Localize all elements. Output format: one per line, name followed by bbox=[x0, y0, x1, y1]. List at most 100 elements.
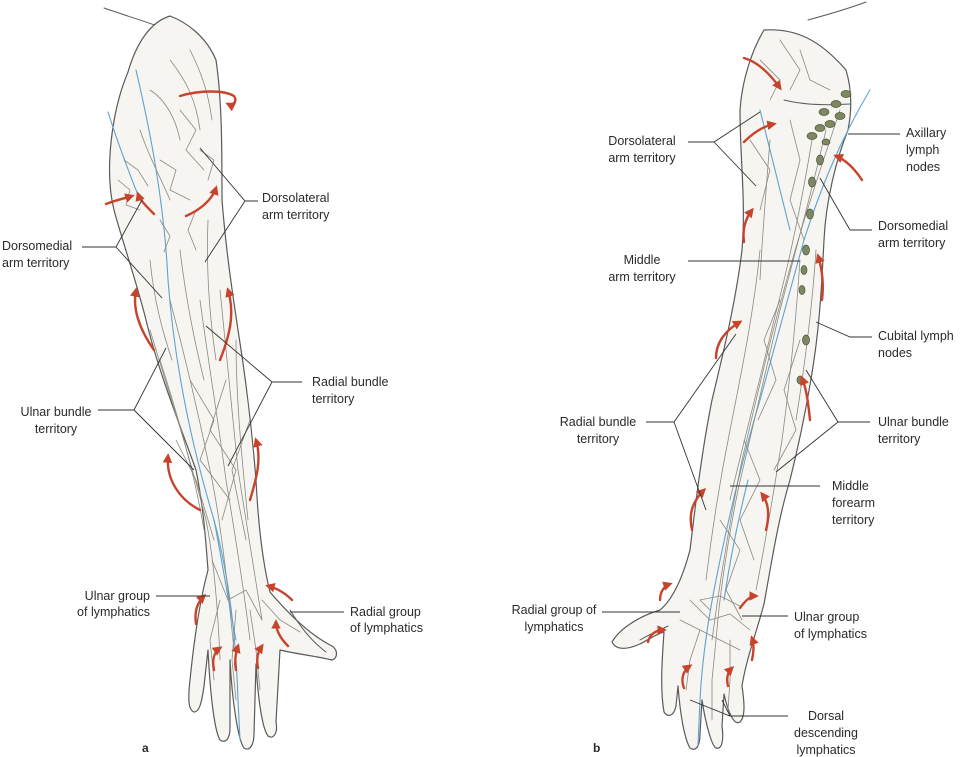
panel-b-illustration bbox=[602, 1, 900, 750]
panel-b-lymphatics bbox=[679, 39, 841, 721]
lymph-node-icon bbox=[802, 244, 810, 256]
flow-arrow-icon bbox=[231, 643, 241, 672]
flow-arrow-icon bbox=[129, 287, 156, 352]
label-b-cubital-2: nodes bbox=[878, 346, 912, 360]
flow-arrow-icon bbox=[738, 591, 759, 610]
flow-arrow-icon bbox=[742, 120, 777, 144]
flow-arrow-icon bbox=[254, 643, 264, 670]
flow-arrow-icon bbox=[218, 287, 235, 362]
lymph-node-icon bbox=[824, 120, 836, 128]
label-b-ulnar-bundle-1: Ulnar bundle bbox=[878, 415, 949, 429]
label-a-dorsolateral-1: Dorsolateral bbox=[262, 191, 329, 205]
panel-b-arm-outline bbox=[611, 29, 852, 750]
lymph-node-icon bbox=[834, 112, 846, 120]
lymph-node-icon bbox=[840, 90, 852, 98]
label-b-dorsal-descending-1: Dorsal bbox=[808, 709, 844, 723]
label-b-dorsolateral-2: arm territory bbox=[608, 151, 676, 165]
panel-b-flow-arrows bbox=[646, 56, 864, 690]
label-b-dorsal-descending-2: descending bbox=[794, 726, 858, 740]
flow-arrow-icon bbox=[178, 90, 237, 112]
flow-arrow-icon bbox=[135, 191, 156, 216]
panel-b-leaders bbox=[602, 111, 900, 717]
flow-arrow-icon bbox=[658, 581, 673, 602]
flow-arrow-icon bbox=[742, 207, 754, 244]
label-b-ulnar-group-2: of lymphatics bbox=[794, 627, 867, 641]
label-b-radial-bundle-1: Radial bundle bbox=[560, 415, 636, 429]
label-a-radial-bundle-1: Radial bundle bbox=[312, 375, 388, 389]
panel-b-labels: Dorsolateral arm territory Axillary lymph n… bbox=[512, 126, 954, 757]
label-b-ulnar-bundle-2: territory bbox=[878, 432, 921, 446]
lymph-node-icon bbox=[806, 132, 818, 140]
lymph-node-icon bbox=[821, 138, 831, 146]
label-a-dorsomedial-1: Dorsomedial bbox=[2, 239, 72, 253]
label-b-dorsomedial-2: arm territory bbox=[878, 236, 946, 250]
label-b-dorsal-descending-3: lymphatics bbox=[796, 743, 855, 757]
label-b-middle-forearm-3: territory bbox=[832, 513, 875, 527]
flow-arrow-icon bbox=[689, 487, 707, 532]
lymph-node-icon bbox=[816, 154, 824, 166]
label-a-radial-group-2: of lymphatics bbox=[350, 621, 423, 635]
flow-arrow-icon bbox=[271, 619, 290, 648]
lymph-node-icon bbox=[818, 108, 830, 116]
flow-arrow-icon bbox=[760, 491, 770, 532]
flow-arrow-icon bbox=[742, 56, 782, 91]
panel-a-leaders bbox=[82, 147, 344, 613]
flow-arrow-icon bbox=[248, 437, 263, 502]
flow-arrow-icon bbox=[646, 625, 667, 644]
flow-arrow-icon bbox=[800, 375, 812, 422]
panel-a-illustration bbox=[82, 7, 344, 750]
lymph-node-icon bbox=[798, 285, 806, 295]
lymph-node-icon bbox=[800, 265, 808, 275]
label-b-middle-forearm-2: forearm bbox=[832, 496, 875, 510]
label-a-radial-group-1: Radial group bbox=[350, 605, 421, 619]
lymph-node-icon bbox=[808, 176, 816, 188]
label-b-radial-bundle-2: territory bbox=[577, 432, 620, 446]
panel-b-axillary-nodes bbox=[798, 90, 852, 295]
flow-arrow-icon bbox=[194, 593, 207, 626]
panel-b-vein bbox=[697, 89, 871, 746]
label-a-ulnar-bundle-1: Ulnar bundle bbox=[21, 405, 92, 419]
flow-arrow-icon bbox=[184, 185, 219, 218]
lymph-node-icon bbox=[806, 208, 814, 220]
panel-a-lymphatics bbox=[117, 49, 301, 701]
panel-a-flow-arrows bbox=[104, 90, 294, 672]
label-b-axillary-2: lymph bbox=[906, 143, 939, 157]
label-b-middle-forearm-1: Middle bbox=[832, 479, 869, 493]
flow-arrow-icon bbox=[265, 582, 294, 602]
label-b-middle-arm-2: arm territory bbox=[608, 270, 676, 284]
panel-a-labels: Dorsolateral arm territory Dorsomedial arm… bbox=[2, 191, 423, 755]
label-a-ulnar-group-2: of lymphatics bbox=[77, 605, 150, 619]
label-b-radial-group-1: Radial group of bbox=[512, 603, 597, 617]
label-a-ulnar-group-1: Ulnar group bbox=[85, 589, 150, 603]
panel-a-letter: a bbox=[142, 741, 149, 755]
label-a-dorsolateral-2: arm territory bbox=[262, 208, 330, 222]
flow-arrow-icon bbox=[833, 154, 864, 182]
label-b-dorsomedial-1: Dorsomedial bbox=[878, 219, 948, 233]
label-b-axillary-1: Axillary bbox=[906, 126, 947, 140]
label-b-ulnar-group-1: Ulnar group bbox=[794, 610, 859, 624]
lymph-node-icon bbox=[802, 334, 810, 346]
label-b-dorsolateral-1: Dorsolateral bbox=[608, 134, 675, 148]
label-a-dorsomedial-2: arm territory bbox=[2, 256, 70, 270]
label-a-ulnar-bundle-2: territory bbox=[35, 422, 78, 436]
flow-arrow-icon bbox=[104, 193, 135, 206]
label-b-cubital-1: Cubital lymph bbox=[878, 329, 954, 343]
flow-arrow-icon bbox=[714, 320, 743, 360]
panel-a-arm-outline bbox=[109, 15, 338, 750]
label-b-radial-group-2: lymphatics bbox=[524, 620, 583, 634]
